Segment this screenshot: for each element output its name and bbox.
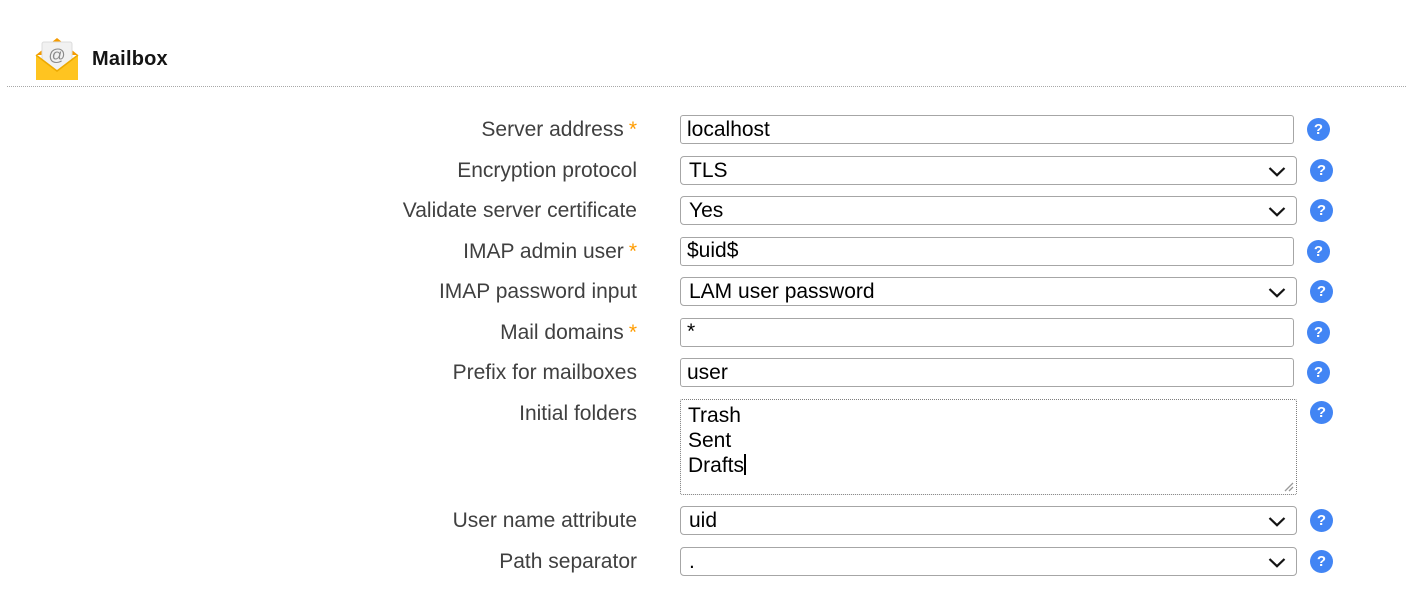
help-icon[interactable]: ? [1310,280,1333,303]
field-label: IMAP password input [0,277,637,306]
initial-folders-textarea[interactable]: Trash Sent Drafts [680,399,1297,495]
page-header: @ Mailbox [7,0,1406,87]
user-name-attribute-select[interactable]: uid [680,506,1297,535]
help-icon[interactable]: ? [1307,118,1330,141]
field-label: User name attribute [0,506,637,535]
required-marker: * [629,118,637,141]
svg-text:@: @ [48,46,65,65]
chevron-down-icon [1268,288,1286,298]
form-row-mail-domains: Mail domains* ? [0,318,1413,347]
field-label: Prefix for mailboxes [0,358,637,387]
field-label: Initial folders [0,399,637,428]
help-icon[interactable]: ? [1310,509,1333,532]
form-row-path-separator: Path separator . ? [0,547,1413,576]
help-icon[interactable]: ? [1310,159,1333,182]
mailbox-settings-page: @ Mailbox Server address* ? Encryption p… [0,0,1413,576]
field-label: Validate server certificate [0,196,637,225]
chevron-down-icon [1268,517,1286,527]
text-caret [744,454,746,475]
field-label: Server address* [0,115,637,144]
form-row-user-name-attribute: User name attribute uid ? [0,506,1413,535]
required-marker: * [629,240,637,263]
help-icon[interactable]: ? [1307,361,1330,384]
help-icon[interactable]: ? [1307,321,1330,344]
chevron-down-icon [1268,558,1286,568]
imap-admin-user-input[interactable] [680,237,1294,266]
form-row-imap-password-input: IMAP password input LAM user password ? [0,277,1413,306]
mailbox-form: Server address* ? Encryption protocol TL… [0,115,1413,576]
mail-domains-input[interactable] [680,318,1294,347]
form-row-imap-admin-user: IMAP admin user* ? [0,237,1413,266]
help-icon[interactable]: ? [1307,240,1330,263]
chevron-down-icon [1268,207,1286,217]
help-icon[interactable]: ? [1310,401,1333,424]
help-icon[interactable]: ? [1310,550,1333,573]
field-label: Encryption protocol [0,156,637,185]
resize-grip-icon[interactable] [1282,480,1294,492]
mailbox-envelope-icon: @ [34,36,80,82]
imap-password-input-select[interactable]: LAM user password [680,277,1297,306]
required-marker: * [629,321,637,344]
field-label: IMAP admin user* [0,237,637,266]
field-label: Mail domains* [0,318,637,347]
encryption-protocol-select[interactable]: TLS [680,156,1297,185]
validate-server-certificate-select[interactable]: Yes [680,196,1297,225]
path-separator-select[interactable]: . [680,547,1297,576]
form-row-encryption-protocol: Encryption protocol TLS ? [0,156,1413,185]
page-title: Mailbox [92,48,168,71]
help-icon[interactable]: ? [1310,199,1333,222]
form-row-initial-folders: Initial folders Trash Sent Drafts ? [0,399,1413,495]
form-row-prefix-for-mailboxes: Prefix for mailboxes ? [0,358,1413,387]
form-row-server-address: Server address* ? [0,115,1413,144]
form-row-validate-certificate: Validate server certificate Yes ? [0,196,1413,225]
server-address-input[interactable] [680,115,1294,144]
field-label: Path separator [0,547,637,576]
chevron-down-icon [1268,167,1286,177]
prefix-for-mailboxes-input[interactable] [680,358,1294,387]
